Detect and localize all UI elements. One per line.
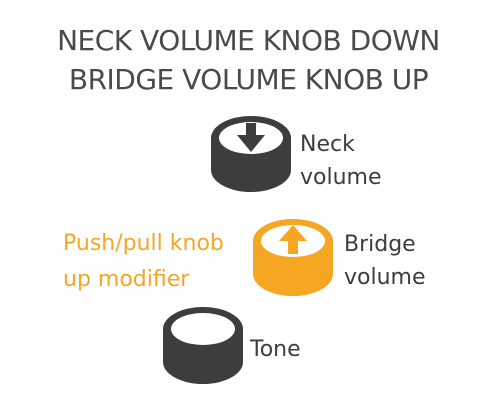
arrow-down-icon bbox=[237, 123, 265, 152]
modifier-label-line-2: up modifier bbox=[63, 267, 190, 292]
neck-volume-knob bbox=[211, 116, 291, 192]
modifier-label-line-1: Push/pull knob bbox=[63, 231, 224, 256]
neck-volume-label-line-2: volume bbox=[300, 165, 382, 190]
bridge-volume-label-line-2: volume bbox=[344, 265, 426, 290]
diagram-title-line-1: NECK VOLUME KNOB DOWN bbox=[57, 24, 440, 57]
diagram-title-line-2: BRIDGE VOLUME KNOB UP bbox=[68, 63, 429, 96]
tone-label-line-1: Tone bbox=[250, 337, 301, 362]
arrow-up-icon bbox=[279, 225, 307, 254]
neck-volume-label: Neck volume bbox=[300, 128, 382, 194]
push-pull-modifier-label: Push/pull knob up modifier bbox=[63, 226, 224, 298]
bridge-volume-knob bbox=[253, 219, 333, 296]
tone-label: Tone bbox=[250, 333, 301, 366]
bridge-volume-label: Bridge volume bbox=[344, 228, 426, 294]
tone-knob bbox=[163, 307, 243, 384]
bridge-volume-label-line-1: Bridge bbox=[344, 232, 416, 257]
neck-volume-label-line-1: Neck bbox=[300, 132, 355, 157]
